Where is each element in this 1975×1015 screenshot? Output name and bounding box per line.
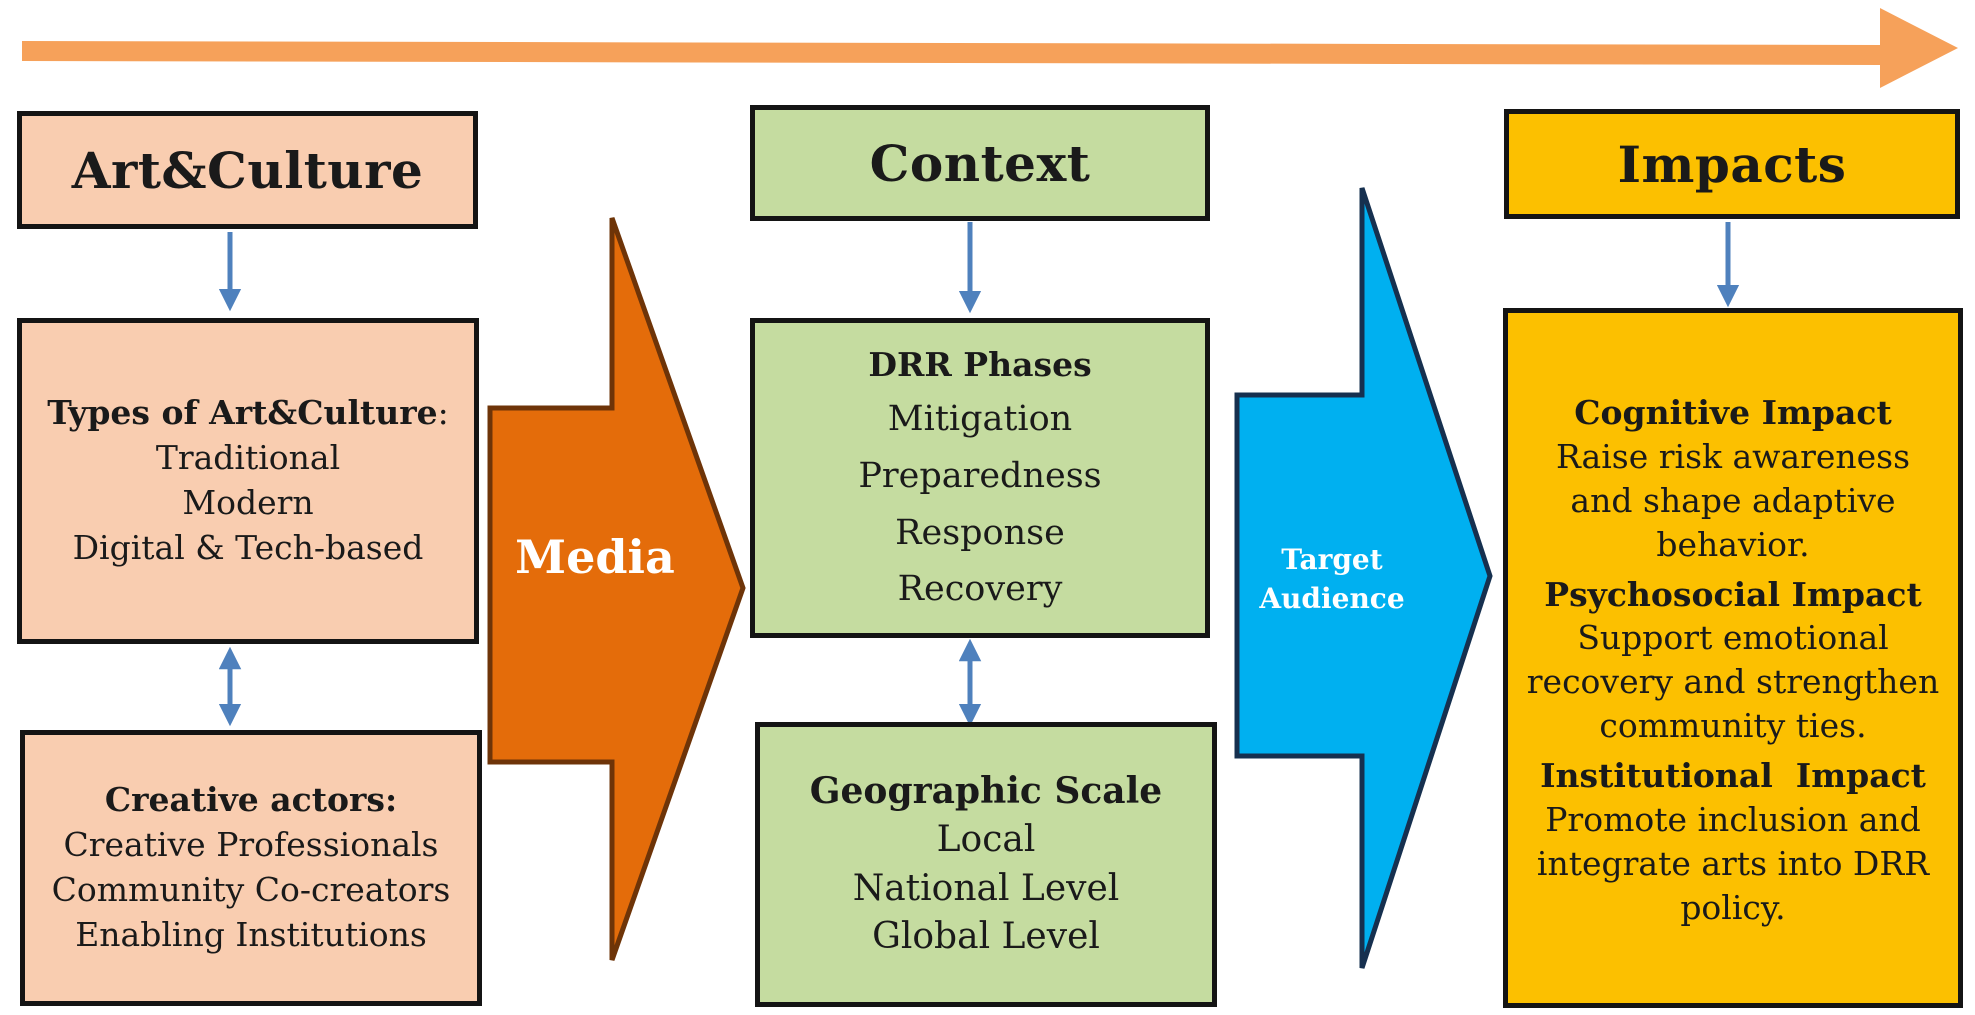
timeline-arrow	[22, 8, 1958, 88]
context-header: Context	[750, 105, 1210, 221]
actor-item: Community Co-creators	[51, 870, 451, 909]
geographic-scale-box: Geographic Scale Local National Level Gl…	[755, 722, 1217, 1007]
type-item: Digital & Tech-based	[72, 527, 424, 567]
scale-title: Geographic Scale	[809, 769, 1163, 812]
actors-title: Creative actors:	[104, 780, 398, 820]
types-title: Types of Art&Culture	[47, 393, 438, 433]
phase-item: Preparedness	[858, 456, 1102, 497]
cognitive-impact-section: Cognitive Impact Raise risk awareness an…	[1555, 393, 1911, 564]
impacts-header: Impacts	[1504, 109, 1960, 219]
drr-phases-box: DRR Phases Mitigation Preparedness Respo…	[750, 318, 1210, 638]
art-culture-header: Art&Culture	[17, 111, 478, 229]
phases-title: DRR Phases	[868, 344, 1092, 384]
scale-item: National Level	[852, 867, 1120, 909]
actor-item: Creative Professionals	[63, 825, 439, 865]
scale-item: Global Level	[872, 916, 1100, 958]
psychosocial-impact-section: Psychosocial Impact Support emotional re…	[1526, 574, 1940, 746]
phase-item: Recovery	[897, 569, 1063, 610]
scale-item: Local	[936, 818, 1036, 860]
type-item: Modern	[182, 483, 314, 522]
type-item: Traditional	[155, 438, 341, 478]
target-audience-arrow	[1234, 187, 1493, 969]
phase-item: Response	[895, 512, 1065, 553]
institutional-impact-section: Institutional Impact Promote inclusion a…	[1536, 756, 1930, 927]
phase-item: Mitigation	[887, 399, 1073, 440]
creative-actors-box: Creative actors: Creative Professionals …	[20, 730, 482, 1006]
media-arrow	[487, 217, 746, 961]
actor-item: Enabling Institutions	[75, 914, 427, 954]
media-label: Media	[515, 530, 675, 584]
impacts-content-box: Cognitive Impact Raise risk awareness an…	[1503, 308, 1963, 1008]
types-of-art-culture-box: Types of Art&Culture: Traditional Modern…	[17, 318, 479, 644]
target-audience-label: Target Audience	[1259, 543, 1405, 616]
